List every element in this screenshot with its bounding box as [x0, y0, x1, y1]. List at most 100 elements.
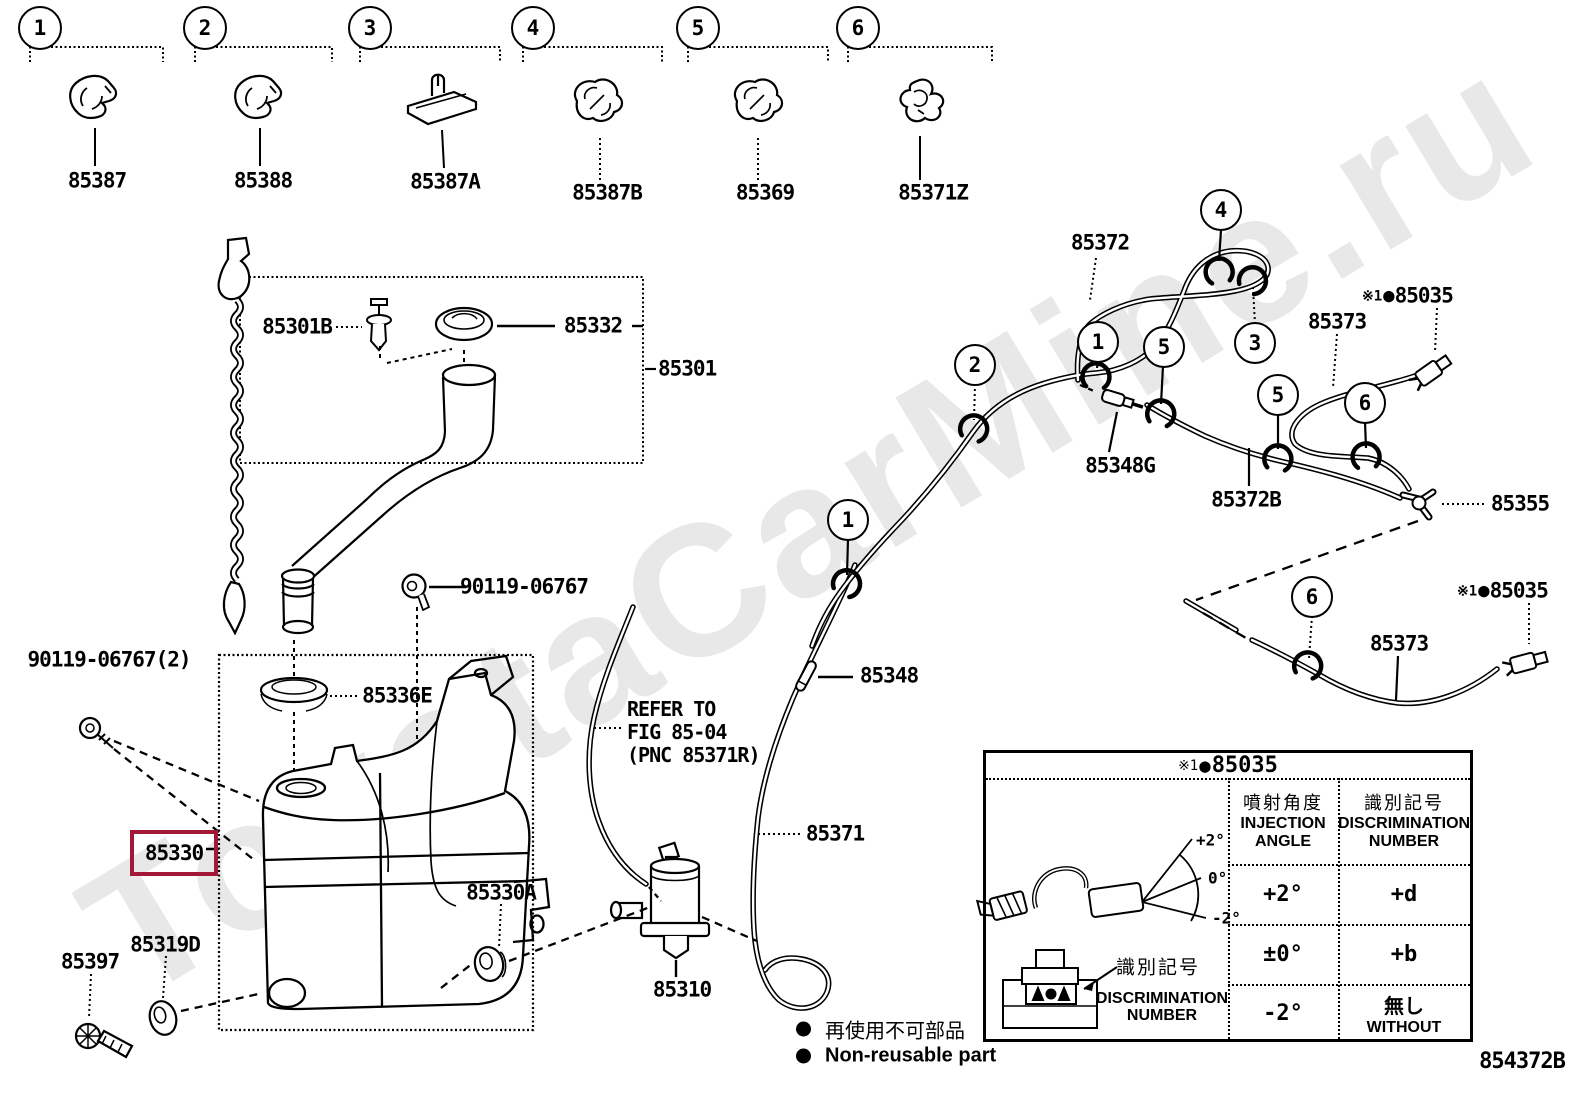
bolt-90119-06767-art — [401, 573, 431, 612]
grommet-85330a-art — [473, 946, 507, 982]
fastener-leader-lines — [94, 128, 921, 180]
non-reusable-dot-icon: ● — [1383, 284, 1394, 307]
nozzle-85035-1-art — [1408, 354, 1453, 392]
part-number-85319d: 85319D — [130, 932, 201, 957]
hose-callout-3: 3 — [1234, 322, 1276, 364]
table-divider — [1228, 778, 1230, 1039]
non-reusable-dot-icon: ● — [1478, 579, 1489, 602]
non-reusable-dot-icon: ● — [1199, 754, 1211, 777]
pump-85310-art — [609, 841, 711, 960]
switch-85397-art — [74, 1022, 134, 1059]
refer-note-line1: REFER TO — [627, 697, 716, 721]
fan-label-minus2: -2° — [1212, 908, 1241, 928]
fastener-callout-4: 4 — [511, 6, 555, 50]
hose-callout-5-left: 5 — [1143, 326, 1185, 368]
part-number-85387: 85387 — [67, 168, 127, 193]
part-number-85310: 85310 — [652, 977, 712, 1002]
part-number-85035-lower: ※1●85035 — [1457, 578, 1549, 603]
hose-callout-1-lower: 1 — [827, 499, 869, 541]
part-number-85301b: 85301B — [262, 314, 333, 339]
hose-callout-6-lower: 6 — [1291, 576, 1333, 618]
ref-mark: ※1 — [1362, 288, 1383, 304]
part-number-85348: 85348 — [859, 663, 919, 688]
table-divider — [1228, 864, 1470, 866]
legend-non-reusable-jp: 再使用不可部品 — [796, 1015, 965, 1044]
ref-mark: ※1 — [1178, 757, 1199, 774]
part-number-85372: 85372 — [1070, 230, 1130, 255]
filler-neck-art — [280, 363, 497, 635]
angle-cell-row3: -2° — [1263, 1000, 1303, 1026]
joint-85348g-art — [1101, 388, 1144, 409]
part-number-85330a: 85330A — [466, 880, 537, 905]
table-divider — [1228, 924, 1470, 926]
fastener-callout-3: 3 — [348, 6, 392, 50]
connector-85348-art — [795, 660, 817, 692]
part-number-85369: 85369 — [735, 180, 795, 205]
part-number-85373-upper: 85373 — [1307, 309, 1367, 334]
fastener-callout-6: 6 — [836, 6, 880, 50]
table-connector-illustration — [1002, 949, 1118, 1029]
packing-85319d-art — [148, 1000, 178, 1036]
refer-note-line2: FIG 85-04 — [627, 720, 727, 744]
clip-85301b-art — [366, 298, 392, 352]
fastener-callout-5: 5 — [676, 6, 720, 50]
table-title: ※1●85035 — [986, 753, 1470, 780]
hose-callout-5-right: 5 — [1257, 374, 1299, 416]
filler-cap-art — [434, 306, 494, 342]
hose-callout-4: 4 — [1200, 189, 1242, 231]
note-discrimination-jp: 識別記号 — [1115, 956, 1201, 979]
part-number-85397: 85397 — [60, 949, 120, 974]
table-divider — [1228, 984, 1470, 986]
part-number-85371z: 85371Z — [898, 180, 969, 205]
hose-callout-6-upper: 6 — [1344, 382, 1386, 424]
part-number-85373-lower: 85373 — [1369, 631, 1429, 656]
fastener-brackets — [29, 46, 993, 62]
fan-label-plus2: +2° — [1196, 830, 1225, 850]
screw-90119-06767-2-art — [78, 716, 114, 749]
part-number-85301: 85301 — [658, 356, 717, 381]
label-leader-lines — [88, 229, 1530, 1019]
refer-note-line3: (PNC 85371R) — [627, 743, 760, 767]
hose-callout-2: 2 — [954, 344, 996, 386]
non-reusable-dot-icon — [796, 1021, 811, 1037]
part-number-85355: 85355 — [1490, 491, 1550, 516]
table-nozzle-illustration — [975, 838, 1207, 922]
tjoint-85355-art — [1399, 488, 1437, 521]
non-reusable-dot-icon — [796, 1048, 811, 1064]
part-number-85372b: 85372B — [1211, 487, 1282, 512]
assembly-dashed-lines — [113, 383, 1419, 1013]
fastener-clip-icons — [69, 73, 945, 126]
hose-callout-1-upper: 1 — [1077, 321, 1119, 363]
part-number-90119-06767: 90119-06767 — [459, 574, 589, 599]
part-number-85330-highlighted: 85330 — [130, 830, 218, 876]
fastener-callout-2: 2 — [183, 6, 227, 50]
part-number-85348g: 85348G — [1085, 453, 1156, 478]
washer-tank-art — [261, 654, 551, 1011]
note-discrimination-en1: DISCRIMINATION — [1095, 990, 1229, 1007]
legend-non-reusable-en: Non-reusable part — [796, 1045, 996, 1068]
number-cell-row1: +d — [1390, 881, 1418, 907]
part-number-90119-06767-2: 90119-06767(2) — [27, 647, 191, 672]
injection-angle-table: ※1●85035 噴射角度 INJECTION ANGLE 識別記号 DISCR… — [983, 750, 1473, 1042]
part-number-85388: 85388 — [233, 168, 293, 193]
number-cell-row3: 無し WITHOUT — [1366, 993, 1442, 1036]
figure-code: 854372B — [1479, 1049, 1566, 1074]
part-number-85332: 85332 — [563, 313, 623, 338]
part-number-85035-upper: ※1●85035 — [1362, 283, 1454, 308]
table-divider — [1338, 778, 1340, 1039]
column-header-discrimination-number: 識別記号 DISCRIMINATION NUMBER — [1337, 792, 1471, 850]
part-number-85336e: 85336E — [362, 683, 433, 708]
part-number-85371: 85371 — [805, 821, 865, 846]
grommet-85336e-art — [259, 676, 329, 712]
column-header-injection-angle: 噴射角度 INJECTION ANGLE — [1240, 792, 1326, 850]
part-number-85387b: 85387B — [572, 180, 643, 205]
fastener-callout-1: 1 — [18, 6, 62, 50]
level-gauge-strip — [217, 236, 251, 636]
angle-cell-row2: ±0° — [1263, 941, 1303, 967]
fan-label-zero: 0° — [1208, 868, 1228, 888]
part-number-85387a: 85387A — [410, 169, 481, 194]
note-discrimination-en2: NUMBER — [1126, 1007, 1198, 1024]
nozzle-85035-2-art — [1502, 650, 1549, 677]
